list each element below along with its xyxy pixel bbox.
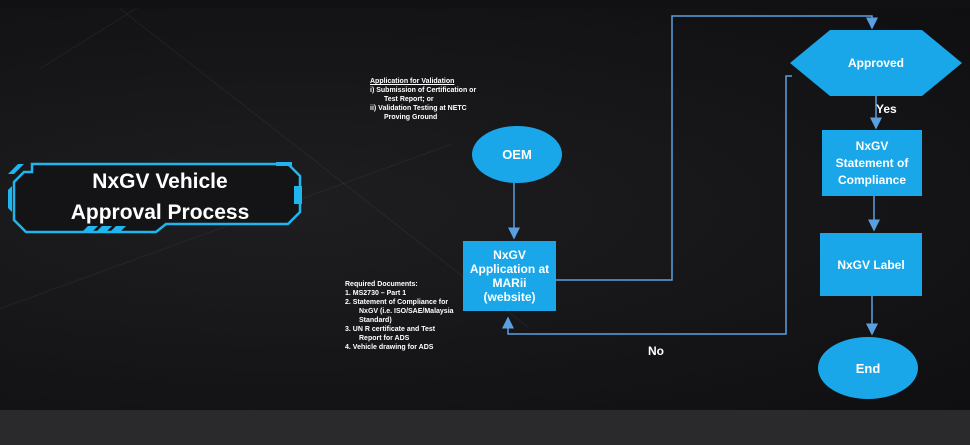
validation-item-2b: Proving Ground <box>384 114 438 121</box>
validation-item-2: ii) Validation Testing at NETC <box>370 105 467 112</box>
approved-label: Approved <box>847 56 904 70</box>
document-2c: Standard) <box>359 317 392 324</box>
approved-node: Approved <box>790 30 962 96</box>
document-3a: 3. UN R certificate and Test <box>345 326 436 333</box>
statement-node: NxGV Statement of Compliance <box>822 130 922 196</box>
arrow-application-to-approved <box>556 15 878 281</box>
application-node: NxGV Application at MARii (website) <box>463 241 556 311</box>
bottom-bar <box>0 410 970 445</box>
document-3b: Report for ADS <box>359 335 410 342</box>
title-line-2: Approval Process <box>70 201 250 224</box>
application-label: NxGV Application at MARii (website) <box>469 248 550 304</box>
no-label: No <box>648 344 664 358</box>
arrow-no <box>502 75 792 335</box>
document-2a: 2. Statement of Compliance for <box>345 299 449 306</box>
yes-label: Yes <box>876 102 897 116</box>
documents-heading: Required Documents: <box>345 281 418 288</box>
label-label: NxGV Label <box>837 257 905 272</box>
validation-item-1b: Test Report; or <box>384 96 434 103</box>
diamond-shape-icon <box>790 30 962 96</box>
badge-frame-icon <box>8 162 302 234</box>
page-title: NxGV Vehicle Approval Process <box>46 166 274 228</box>
validation-note: Application for Validation i) Submission… <box>370 77 520 122</box>
label-node: NxGV Label <box>820 233 922 296</box>
end-node: End <box>818 337 918 399</box>
document-4: 4. Vehicle drawing for ADS <box>345 344 434 351</box>
statement-label: NxGV Statement of Compliance <box>835 138 909 187</box>
oem-node: OEM <box>472 126 562 183</box>
oem-label: OEM <box>502 147 532 162</box>
title-badge: NxGV Vehicle Approval Process <box>6 160 306 235</box>
document-2b: NxGV (i.e. ISO/SAE/Malaysia <box>359 308 454 315</box>
documents-note: Required Documents: 1. MS2730 – Part 1 2… <box>345 280 463 352</box>
validation-item-1: i) Submission of Certification or <box>370 87 477 94</box>
title-line-1: NxGV Vehicle <box>92 170 228 193</box>
validation-heading: Application for Validation <box>370 78 455 85</box>
document-1: 1. MS2730 – Part 1 <box>345 290 407 297</box>
end-label: End <box>855 360 881 376</box>
